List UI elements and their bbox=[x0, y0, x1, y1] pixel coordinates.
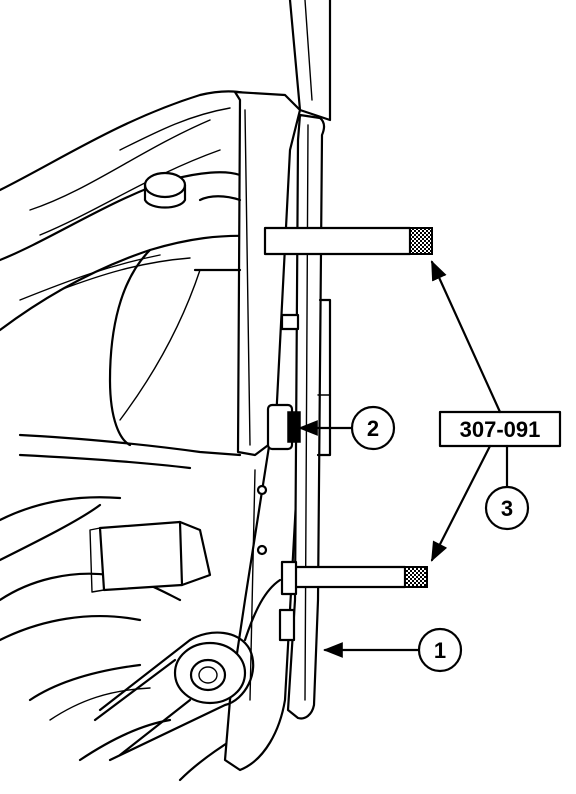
callout-2-label: 2 bbox=[367, 416, 379, 441]
tool-rod-lower bbox=[280, 560, 428, 596]
sensor-block bbox=[89, 520, 212, 593]
transmission-housing bbox=[0, 90, 262, 782]
callout-1-label: 1 bbox=[434, 638, 446, 663]
callout-3-label: 3 bbox=[501, 496, 513, 521]
upper-bracket bbox=[288, 0, 332, 122]
tool-number-box: 307-091 bbox=[438, 410, 562, 448]
tool-rod-upper bbox=[263, 226, 433, 256]
callout-3: 3 bbox=[484, 485, 530, 531]
mounting-bolt bbox=[266, 403, 301, 451]
plug-knob bbox=[143, 171, 187, 209]
tool-leader-lines bbox=[430, 260, 509, 562]
crossmember-arm bbox=[93, 578, 282, 762]
housing-fasteners bbox=[256, 313, 300, 642]
callout-1: 1 bbox=[323, 627, 463, 673]
callout-2: 2 bbox=[298, 405, 396, 451]
tool-number-label: 307-091 bbox=[460, 417, 541, 442]
